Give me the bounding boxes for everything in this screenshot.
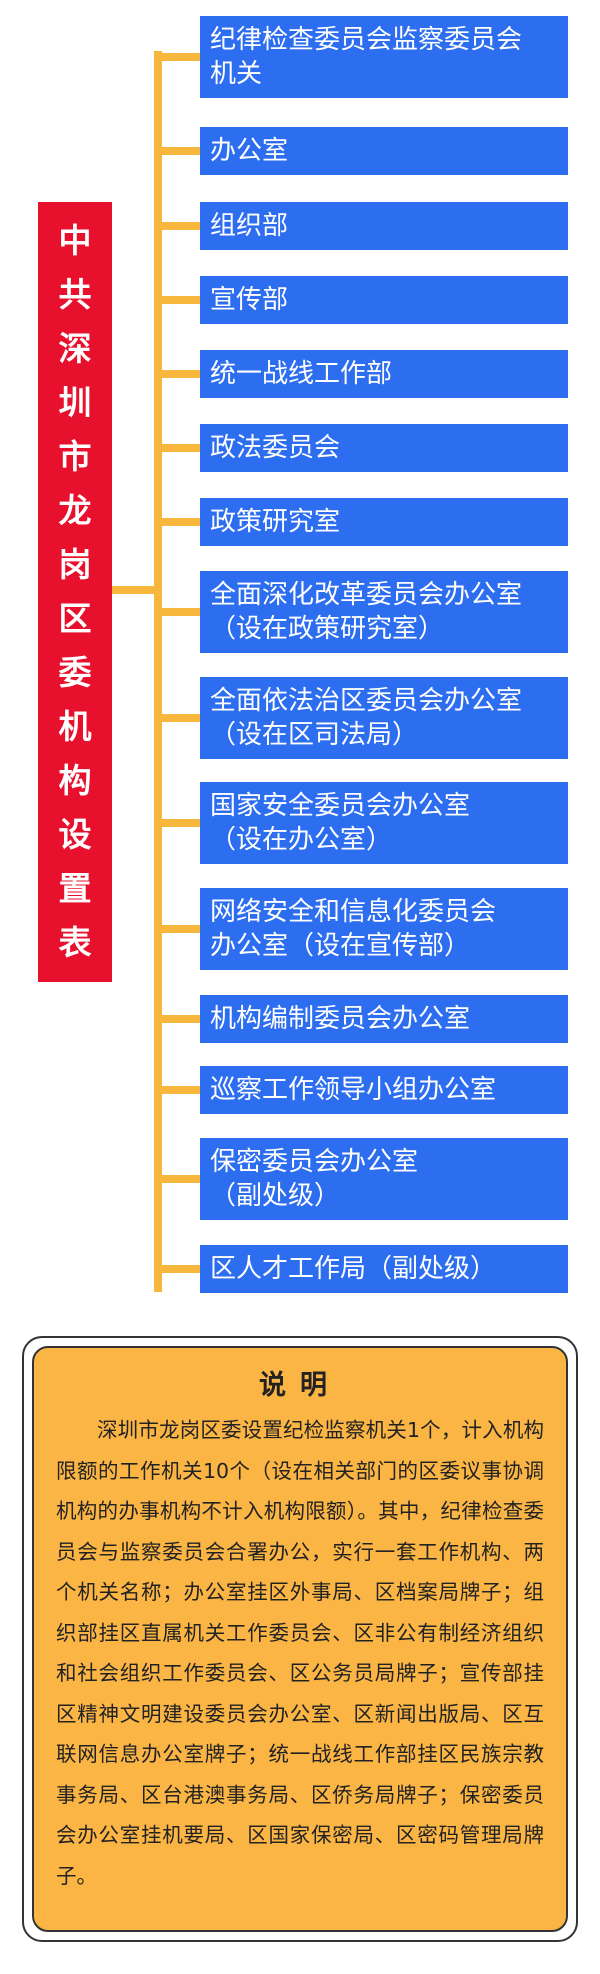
org-unit-node: 国家安全委员会办公室 （设在办公室）: [200, 782, 568, 864]
org-unit-node: 保密委员会办公室 （副处级）: [200, 1138, 568, 1220]
org-unit-label: （副处级）: [210, 1181, 341, 1211]
trunk-connector: [154, 51, 162, 1292]
root-title-char: 岗: [58, 545, 92, 584]
org-unit-label: 政策研究室: [210, 507, 341, 537]
org-unit-label: 全面依法治区委员会办公室: [210, 686, 523, 716]
org-unit-label: （设在区司法局）: [210, 720, 419, 750]
root-title-char: 圳: [58, 383, 92, 422]
org-unit-node: 全面深化改革委员会办公室 （设在政策研究室）: [200, 571, 568, 653]
org-unit-label: 办公室: [210, 136, 289, 166]
branch-connector: [154, 222, 200, 230]
root-org-title: 中共深圳市龙岗区委机构设置表: [38, 202, 112, 982]
org-unit-label: 全面深化改革委员会办公室: [210, 580, 523, 610]
org-unit-node: 区人才工作局（副处级）: [200, 1245, 568, 1293]
branch-connector: [154, 370, 200, 378]
org-unit-label: 网络安全和信息化委员会: [210, 897, 497, 927]
note-inner: 说明 深圳市龙岗区委设置纪检监察机关1个，计入机构限额的工作机关10个（设在相关…: [32, 1346, 568, 1932]
org-unit-label: 巡察工作领导小组办公室: [210, 1075, 497, 1105]
org-unit-label: （设在政策研究室）: [210, 614, 445, 644]
root-title-char: 设: [58, 815, 92, 854]
org-unit-label: 纪律检查委员会监察委员会: [210, 25, 523, 55]
root-title-char: 机: [58, 707, 92, 746]
org-unit-node: 全面依法治区委员会办公室 （设在区司法局）: [200, 677, 568, 759]
org-unit-node: 办公室: [200, 127, 568, 175]
branch-connector: [154, 819, 200, 827]
branch-connector: [154, 608, 200, 616]
root-title-char: 共: [58, 275, 92, 314]
branch-connector: [154, 147, 200, 155]
org-unit-node: 宣传部: [200, 276, 568, 324]
org-unit-label: 宣传部: [210, 285, 289, 315]
org-unit-node: 巡察工作领导小组办公室: [200, 1066, 568, 1114]
branch-connector: [154, 296, 200, 304]
note-box: 说明 深圳市龙岗区委设置纪检监察机关1个，计入机构限额的工作机关10个（设在相关…: [22, 1336, 578, 1942]
root-title-char: 中: [58, 221, 92, 260]
root-title-char: 龙: [58, 491, 92, 530]
root-title-char: 深: [58, 329, 92, 368]
note-body: 深圳市龙岗区委设置纪检监察机关1个，计入机构限额的工作机关10个（设在相关部门的…: [56, 1418, 544, 1888]
root-title-char: 区: [58, 599, 92, 638]
root-connector: [112, 586, 158, 594]
branch-connector: [154, 1086, 200, 1094]
branch-connector: [154, 925, 200, 933]
org-unit-label: 机构编制委员会办公室: [210, 1004, 471, 1034]
org-unit-label: 政法委员会: [210, 433, 341, 463]
note-title: 说明: [259, 1370, 341, 1401]
org-unit-node: 政法委员会: [200, 424, 568, 472]
branch-connector: [154, 53, 200, 61]
root-title-char: 构: [58, 761, 92, 800]
org-unit-node: 网络安全和信息化委员会办公室（设在宣传部）: [200, 888, 568, 970]
org-unit-node: 统一战线工作部: [200, 350, 568, 398]
root-title-char: 市: [58, 437, 92, 476]
org-unit-label: 机关: [210, 59, 263, 89]
branch-connector: [154, 714, 200, 722]
org-unit-node: 政策研究室: [200, 498, 568, 546]
branch-connector: [154, 1015, 200, 1023]
org-unit-label: 区人才工作局（副处级）: [210, 1254, 497, 1284]
org-unit-label: 办公室（设在宣传部）: [210, 931, 471, 961]
org-unit-label: （设在办公室）: [210, 825, 393, 855]
org-unit-node: 纪律检查委员会监察委员会机关: [200, 16, 568, 98]
root-title-char: 置: [58, 869, 92, 908]
org-unit-node: 组织部: [200, 202, 568, 250]
branch-connector: [154, 1265, 200, 1273]
root-title-char: 委: [58, 653, 92, 692]
org-unit-label: 国家安全委员会办公室: [210, 791, 471, 821]
branch-connector: [154, 518, 200, 526]
root-title-char: 表: [58, 923, 92, 962]
org-unit-label: 统一战线工作部: [210, 359, 393, 389]
org-unit-label: 保密委员会办公室: [210, 1147, 419, 1177]
org-unit-node: 机构编制委员会办公室: [200, 995, 568, 1043]
branch-connector: [154, 1175, 200, 1183]
org-unit-label: 组织部: [210, 211, 289, 241]
branch-connector: [154, 444, 200, 452]
